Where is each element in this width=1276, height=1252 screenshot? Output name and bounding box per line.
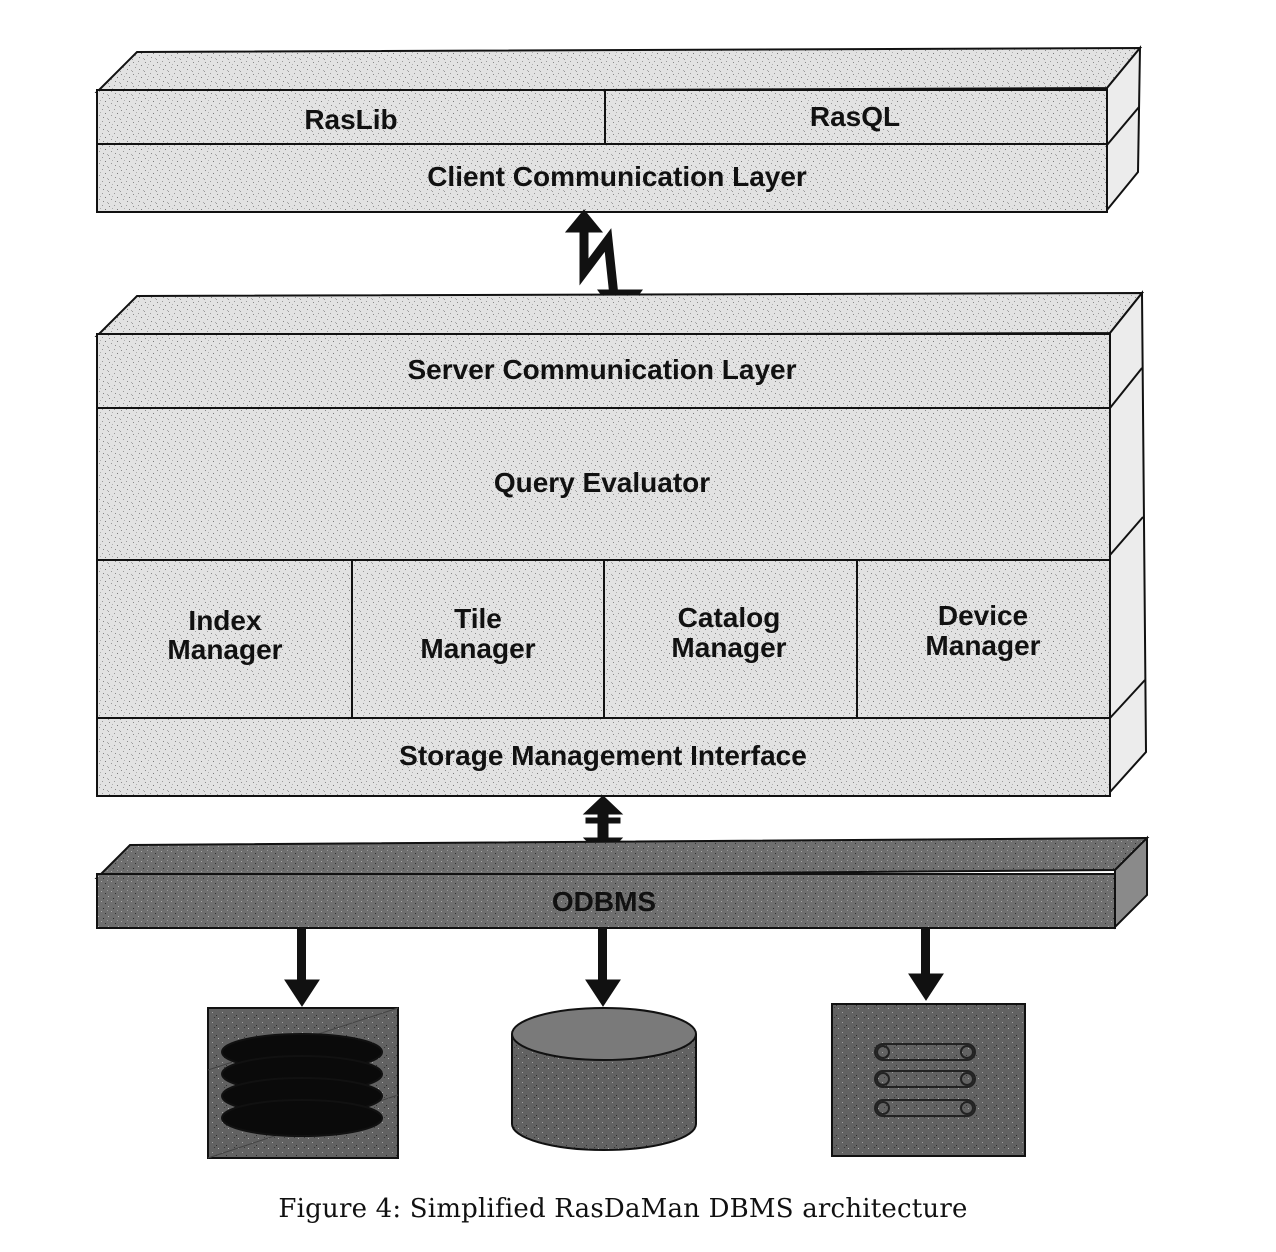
catalog-manager-label-line1: Catalog: [678, 602, 781, 633]
down-arrowhead: [284, 979, 320, 1007]
rasql-cell: [604, 89, 1108, 145]
storage-interface-label: Storage Management Interface: [399, 740, 807, 771]
server-block-side-face: [1109, 290, 1148, 795]
client-comm-layer-cell: [96, 143, 1108, 213]
odbms-top-face: [94, 836, 1150, 880]
client-comm-layer-label: Client Communication Layer: [427, 161, 807, 192]
tile-manager-label-line2: Manager: [420, 633, 535, 664]
odbms-front-face: [96, 873, 1116, 929]
arrow-to-tape-library: [908, 928, 944, 1001]
odbms-block: [94, 835, 1150, 930]
up-arrowhead: [564, 209, 604, 233]
figure-caption: Figure 4: Simplified RasDaMan DBMS archi…: [278, 1194, 968, 1224]
tile-manager-cell: [351, 559, 605, 719]
client-block: [94, 45, 1143, 213]
arrow-to-disk-stack: [284, 928, 320, 1007]
odbms-label: ODBMS: [552, 886, 656, 917]
device-manager-cell: [856, 559, 1111, 719]
storage-interface-cell: [96, 717, 1111, 797]
query-evaluator-label: Query Evaluator: [494, 467, 710, 498]
client-block-top-face: [94, 46, 1143, 94]
catalog-manager-label-line2: Manager: [671, 632, 786, 663]
catalog-manager-cell: [603, 559, 858, 719]
down-arrowhead: [585, 979, 621, 1007]
arrow-to-database-cylinder: [585, 928, 621, 1007]
down-arrowhead: [908, 973, 944, 1001]
server-comm-layer-cell: [96, 333, 1111, 409]
raslib-cell: [96, 89, 606, 145]
index-manager-label-line2: Manager: [167, 634, 282, 665]
rasql-label: RasQL: [810, 101, 900, 132]
server-block-top-face: [94, 291, 1145, 338]
up-arrowhead: [582, 795, 624, 815]
index-manager-label-line1: Index: [188, 605, 262, 636]
server-comm-layer-label: Server Communication Layer: [407, 354, 796, 385]
database-cylinder-icon: [511, 1007, 697, 1151]
tile-manager-label-line1: Tile: [454, 603, 502, 634]
device-manager-label-line1: Device: [938, 600, 1028, 631]
disk-stack-icon: [207, 1007, 399, 1159]
device-arrows: [284, 928, 944, 1007]
server-block: [94, 290, 1148, 797]
device-manager-label-line2: Manager: [925, 630, 1040, 661]
raslib-label: RasLib: [304, 104, 397, 135]
query-evaluator-cell: [96, 407, 1111, 561]
tape-library-icon: [831, 1003, 1026, 1157]
